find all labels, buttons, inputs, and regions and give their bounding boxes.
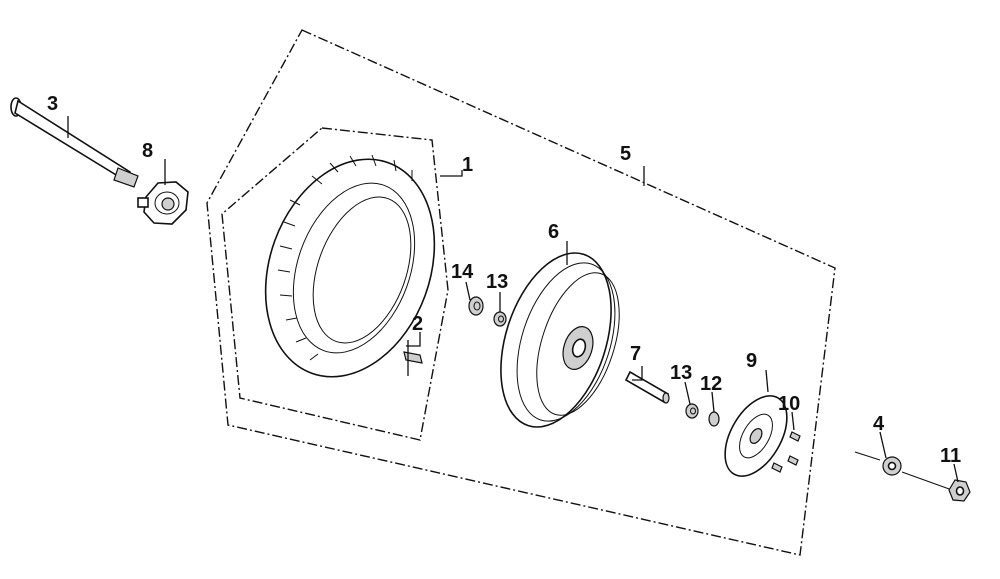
callout-2: 2 bbox=[412, 313, 423, 335]
callout-13-left: 13 bbox=[486, 271, 508, 293]
bearing-part-13-left bbox=[493, 311, 507, 327]
bearing-part-13-right bbox=[685, 403, 699, 419]
callout-10: 10 bbox=[778, 393, 800, 415]
seal-part-12 bbox=[708, 411, 720, 427]
axle-part-3 bbox=[10, 97, 139, 188]
callout-5: 5 bbox=[620, 143, 631, 165]
leader-lines bbox=[67, 116, 959, 483]
callout-1: 1 bbox=[462, 154, 473, 176]
assembly-outline-5 bbox=[206, 29, 836, 556]
nut-part-11 bbox=[901, 471, 971, 502]
callout-4: 4 bbox=[873, 413, 885, 435]
tire-outline-1 bbox=[221, 127, 449, 441]
collar-part-7 bbox=[624, 370, 670, 404]
tire-part-1 bbox=[264, 154, 436, 378]
callout-12: 12 bbox=[700, 373, 722, 395]
callout-14: 14 bbox=[451, 261, 474, 283]
bearing-part-14 bbox=[468, 296, 484, 316]
callout-11: 11 bbox=[940, 445, 961, 467]
callout-7: 7 bbox=[630, 343, 641, 365]
rim-part-6 bbox=[500, 252, 620, 428]
bolts-part-10 bbox=[771, 431, 801, 473]
callout-3: 3 bbox=[47, 93, 58, 115]
callout-9: 9 bbox=[746, 350, 757, 372]
callout-6: 6 bbox=[548, 221, 559, 243]
washer-part-4 bbox=[854, 451, 902, 476]
callout-13-right: 13 bbox=[670, 362, 692, 384]
callout-8: 8 bbox=[142, 140, 153, 162]
speedo-gear-part-8 bbox=[137, 181, 189, 225]
brake-disc-part-9 bbox=[724, 395, 788, 477]
